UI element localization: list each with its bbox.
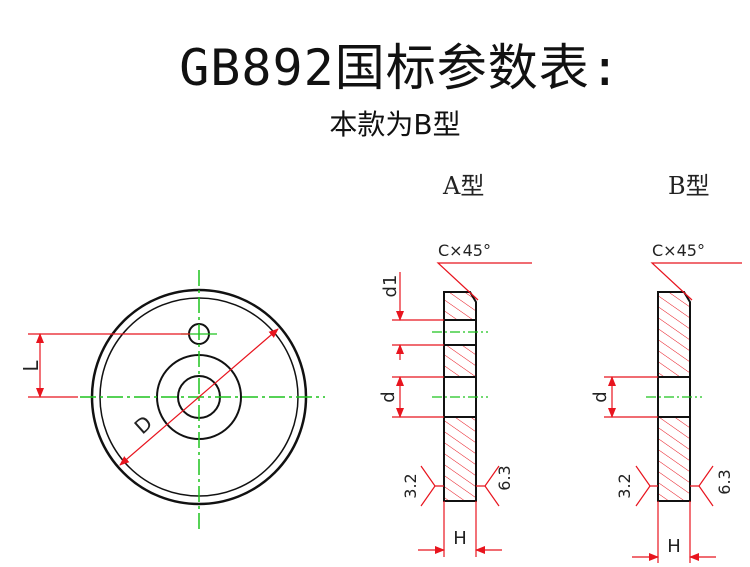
b-top-piece bbox=[657, 291, 691, 378]
a-top-piece bbox=[443, 291, 477, 321]
a-roughness-right: 6.3 bbox=[495, 465, 514, 490]
L-label: L bbox=[19, 360, 43, 372]
a-d-label: d bbox=[378, 391, 399, 402]
b-H-label: H bbox=[667, 536, 681, 557]
b-d-label: d bbox=[590, 391, 611, 402]
section-a: C×45° d1 d 3.2 6.3 H bbox=[378, 241, 532, 557]
type-b-label: B型 bbox=[668, 172, 710, 200]
a-H-label: H bbox=[453, 528, 467, 549]
a-d1-label: d1 bbox=[380, 275, 401, 298]
section-b: C×45° d 3.2 6.3 H bbox=[590, 241, 742, 563]
b-bottom-piece bbox=[657, 416, 691, 502]
b-roughness-right: 6.3 bbox=[715, 469, 734, 494]
a-roughness-left: 3.2 bbox=[401, 473, 420, 498]
D-dimension-line bbox=[119, 328, 279, 466]
D-label: D bbox=[130, 411, 158, 439]
b-roughness-left: 3.2 bbox=[615, 473, 634, 498]
page-title: GB892国标参数表: bbox=[179, 39, 621, 97]
type-a-label: A型 bbox=[443, 172, 485, 200]
page-subtitle: 本款为B型 bbox=[329, 108, 461, 141]
b-chamfer-label: C×45° bbox=[652, 241, 705, 260]
a-chamfer-label: C×45° bbox=[438, 241, 491, 260]
front-view: L D bbox=[19, 270, 325, 530]
a-bottom-piece bbox=[443, 416, 477, 502]
a-mid-piece bbox=[443, 344, 477, 378]
